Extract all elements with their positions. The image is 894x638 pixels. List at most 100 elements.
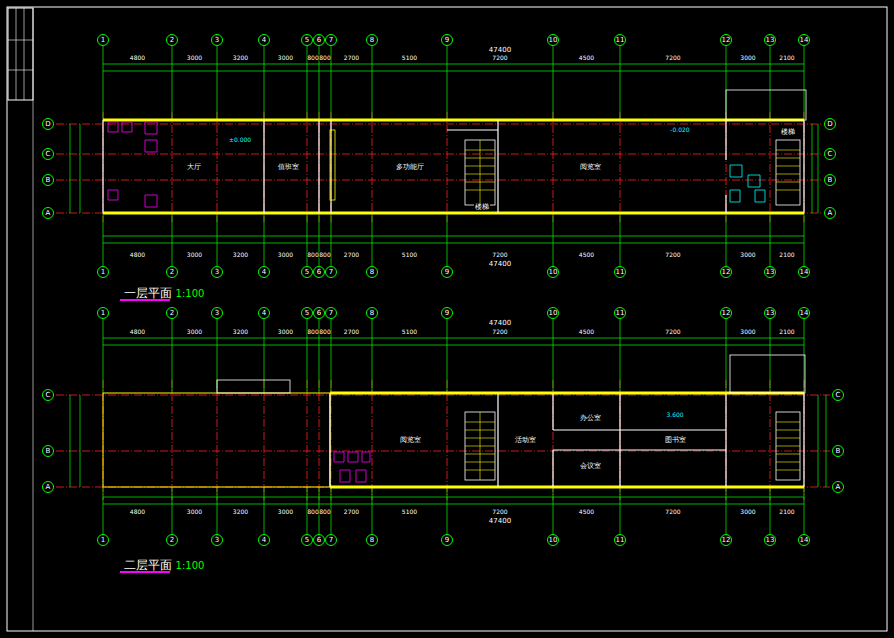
segment-dimension: 7200 — [492, 252, 507, 258]
axis-bubble: 4 — [258, 307, 270, 319]
segment-dimension: 5100 — [402, 329, 417, 335]
axis-bubble: 4 — [258, 266, 270, 278]
axis-bubble: 9 — [441, 534, 453, 546]
segment-dimension: 4800 — [130, 329, 145, 335]
segment-dimension: 2100 — [779, 509, 794, 515]
axis-bubble: A — [42, 481, 54, 493]
segment-dimension: 7200 — [665, 329, 680, 335]
elevation-mark: -0.020 — [669, 127, 690, 133]
segment-dimension: 4500 — [579, 252, 594, 258]
segment-dimension: 800 — [319, 252, 330, 258]
plan-title: 一层平面 — [123, 287, 173, 299]
axis-bubble: C — [42, 389, 54, 401]
segment-dimension: 3000 — [740, 329, 755, 335]
segment-dimension: 3000 — [740, 252, 755, 258]
segment-dimension: 3000 — [278, 509, 293, 515]
axis-bubble: 7 — [325, 534, 337, 546]
axis-bubble: 13 — [764, 307, 776, 319]
segment-dimension: 800 — [307, 252, 318, 258]
axis-bubble: 12 — [720, 266, 732, 278]
segment-dimension: 3000 — [187, 252, 202, 258]
axis-bubble: 3 — [211, 534, 223, 546]
axis-bubble: A — [824, 207, 836, 219]
axis-bubble: 10 — [547, 266, 559, 278]
axis-bubble: 10 — [547, 307, 559, 319]
segment-dimension: 4500 — [579, 509, 594, 515]
overall-dimension: 47400 — [488, 320, 512, 327]
overall-dimension: 47400 — [488, 47, 512, 54]
axis-bubble: 6 — [313, 534, 325, 546]
axis-bubble: 6 — [313, 266, 325, 278]
overall-dimension: 47400 — [488, 261, 512, 268]
axis-bubble: 7 — [325, 34, 337, 46]
axis-bubble: 5 — [301, 534, 313, 546]
segment-dimension: 4500 — [579, 329, 594, 335]
axis-bubble: 6 — [313, 34, 325, 46]
segment-dimension: 3000 — [187, 55, 202, 61]
room-name: 大厅 — [186, 164, 202, 171]
axis-bubble: 11 — [614, 34, 626, 46]
segment-dimension: 3200 — [233, 509, 248, 515]
room-name: 会议室 — [579, 463, 602, 470]
segment-dimension: 2700 — [344, 55, 359, 61]
room-name: 楼梯 — [780, 129, 796, 136]
axis-bubble: 8 — [366, 534, 378, 546]
axis-bubble: 13 — [764, 534, 776, 546]
segment-dimension: 2100 — [779, 329, 794, 335]
axis-bubble: D — [42, 118, 54, 130]
room-name: 楼梯 — [474, 204, 490, 211]
segment-dimension: 800 — [307, 55, 318, 61]
segment-dimension: 7200 — [492, 329, 507, 335]
room-name: 值班室 — [277, 164, 300, 171]
axis-bubble: A — [832, 481, 844, 493]
segment-dimension: 4800 — [130, 509, 145, 515]
axis-bubble: 4 — [258, 34, 270, 46]
segment-dimension: 7200 — [665, 55, 680, 61]
segment-dimension: 3200 — [233, 252, 248, 258]
segment-dimension: 3000 — [187, 509, 202, 515]
axis-bubble: 11 — [614, 266, 626, 278]
segment-dimension: 3000 — [740, 509, 755, 515]
room-name: 阅览室 — [579, 164, 602, 171]
axis-bubble: 8 — [366, 307, 378, 319]
axis-bubble: C — [824, 148, 836, 160]
segment-dimension: 3000 — [278, 55, 293, 61]
segment-dimension: 3000 — [278, 329, 293, 335]
axis-bubble: A — [42, 207, 54, 219]
axis-bubble: 6 — [313, 307, 325, 319]
segment-dimension: 800 — [319, 329, 330, 335]
segment-dimension: 2100 — [779, 55, 794, 61]
segment-dimension: 800 — [319, 55, 330, 61]
axis-bubble: 3 — [211, 34, 223, 46]
axis-bubble: 9 — [441, 34, 453, 46]
plan-scale: 1:100 — [175, 561, 206, 571]
axis-bubble: 14 — [798, 34, 810, 46]
axis-bubble: 12 — [720, 307, 732, 319]
axis-bubble: 2 — [166, 266, 178, 278]
elevation-mark: 3.600 — [665, 412, 684, 418]
segment-dimension: 3000 — [278, 252, 293, 258]
axis-bubble: 7 — [325, 266, 337, 278]
axis-bubble: 1 — [97, 534, 109, 546]
axis-bubble: C — [42, 148, 54, 160]
axis-bubble: 1 — [97, 34, 109, 46]
axis-bubble: 12 — [720, 34, 732, 46]
room-name: 阅览室 — [399, 437, 422, 444]
segment-dimension: 3200 — [233, 329, 248, 335]
axis-bubble: 10 — [547, 534, 559, 546]
segment-dimension: 7200 — [492, 509, 507, 515]
axis-bubble: 13 — [764, 34, 776, 46]
segment-dimension: 2700 — [344, 329, 359, 335]
segment-dimension: 800 — [307, 329, 318, 335]
segment-dimension: 2700 — [344, 509, 359, 515]
axis-bubble: 12 — [720, 534, 732, 546]
segment-dimension: 3000 — [187, 329, 202, 335]
axis-bubble: B — [42, 174, 54, 186]
segment-dimension: 4800 — [130, 252, 145, 258]
segment-dimension: 5100 — [402, 252, 417, 258]
axis-bubble: 1 — [97, 266, 109, 278]
room-name: 多功能厅 — [395, 164, 425, 171]
plan-title: 二层平面 — [123, 559, 173, 571]
axis-bubble: B — [832, 445, 844, 457]
axis-bubble: C — [832, 389, 844, 401]
